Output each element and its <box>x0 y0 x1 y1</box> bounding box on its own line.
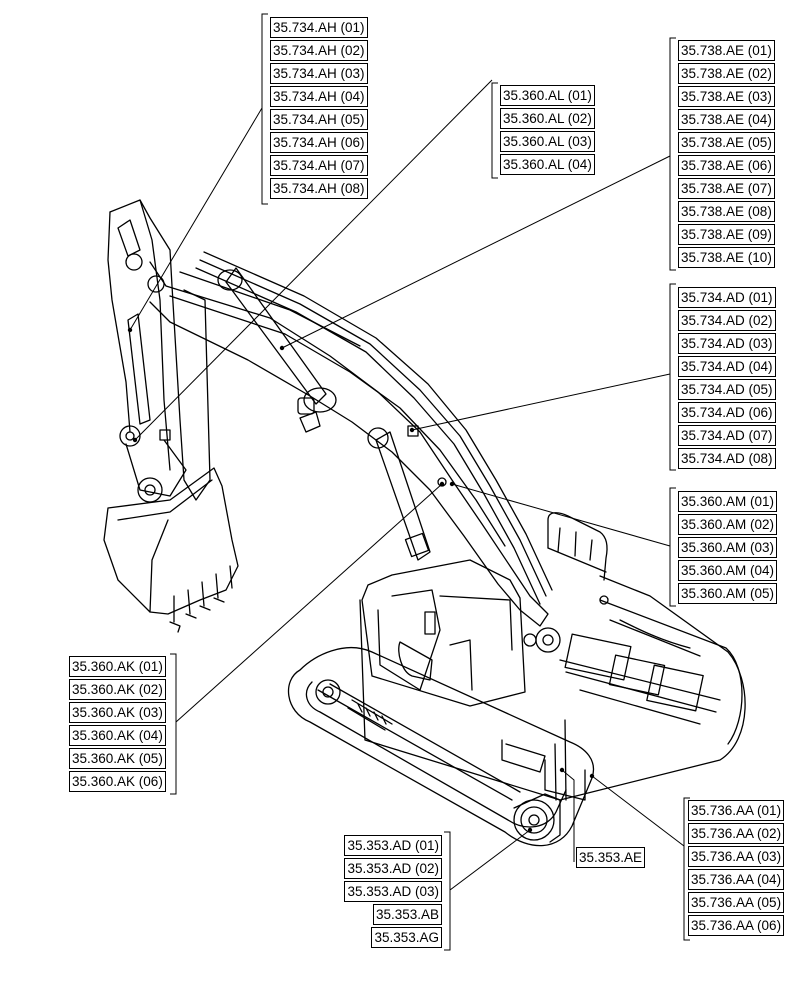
part-ref-ak-6[interactable]: 35.360.AK (06) <box>69 771 166 792</box>
boom-cylinder <box>375 431 431 561</box>
part-ref-ae-4[interactable]: 35.738.AE (04) <box>678 109 775 130</box>
part-ref-ad-6[interactable]: 35.734.AD (06) <box>678 402 776 423</box>
part-ref-ak-3[interactable]: 35.360.AK (03) <box>69 702 166 723</box>
travel-motor <box>513 799 555 841</box>
bracket-ak <box>170 653 177 795</box>
part-ref-sae-1[interactable]: 35.353.AE <box>576 847 646 868</box>
part-ref-ad-8[interactable]: 35.734.AD (08) <box>678 448 776 469</box>
boom <box>149 261 549 627</box>
leader-sae <box>561 769 575 862</box>
part-ref-ad-7[interactable]: 35.734.AD (07) <box>678 425 776 446</box>
part-ref-ah-7[interactable]: 35.734.AH (07) <box>270 155 368 176</box>
cab-door-handle <box>424 611 436 635</box>
part-ref-ae-3[interactable]: 35.738.AE (03) <box>678 86 775 107</box>
part-ref-al-1[interactable]: 35.360.AL (01) <box>500 85 595 106</box>
leader-aa <box>591 775 685 847</box>
bracket-am <box>669 487 676 607</box>
part-ref-am-1[interactable]: 35.360.AM (01) <box>678 491 778 512</box>
part-ref-ah-4[interactable]: 35.734.AH (04) <box>270 86 368 107</box>
part-ref-ae-5[interactable]: 35.738.AE (05) <box>678 132 775 153</box>
leader-ah <box>129 107 263 331</box>
bracket-aa <box>683 797 690 941</box>
part-ref-ah-6[interactable]: 35.734.AH (06) <box>270 132 368 153</box>
part-ref-sad-3[interactable]: 35.353.AD (03) <box>344 881 442 902</box>
part-ref-ad-2[interactable]: 35.734.AD (02) <box>678 310 776 331</box>
lower-bracket <box>501 739 546 773</box>
part-ref-al-4[interactable]: 35.360.AL (04) <box>500 154 595 175</box>
part-ref-sad-4[interactable]: 35.353.AB <box>372 904 442 925</box>
part-ref-ak-1[interactable]: 35.360.AK (01) <box>69 656 166 677</box>
part-ref-ak-2[interactable]: 35.360.AK (02) <box>69 679 166 700</box>
part-ref-am-5[interactable]: 35.360.AM (05) <box>678 583 778 604</box>
part-ref-ae-1[interactable]: 35.738.AE (01) <box>678 40 775 61</box>
part-ref-ad-4[interactable]: 35.734.AD (04) <box>678 356 776 377</box>
bucket <box>103 467 239 615</box>
part-ref-ae-8[interactable]: 35.738.AE (08) <box>678 201 775 222</box>
part-ref-ah-8[interactable]: 35.734.AH (08) <box>270 178 368 199</box>
idler-wheel <box>315 679 341 705</box>
track-inner <box>305 681 567 828</box>
part-ref-aa-5[interactable]: 35.736.AA (05) <box>688 892 785 913</box>
bracket-sad <box>444 831 451 951</box>
part-ref-ae-2[interactable]: 35.738.AE (02) <box>678 63 775 84</box>
part-ref-ad-3[interactable]: 35.734.AD (03) <box>678 333 776 354</box>
bracket-ad <box>669 283 676 471</box>
part-ref-ah-3[interactable]: 35.734.AH (03) <box>270 63 368 84</box>
leader-ak <box>175 483 443 723</box>
part-ref-ah-2[interactable]: 35.734.AH (02) <box>270 40 368 61</box>
leader-sad <box>449 829 531 891</box>
bracket-ah <box>261 13 268 205</box>
part-ref-ah-5[interactable]: 35.734.AH (05) <box>270 109 368 130</box>
upper-structure <box>359 575 746 801</box>
part-ref-am-4[interactable]: 35.360.AM (04) <box>678 560 778 581</box>
arm-cylinder <box>225 267 327 405</box>
part-ref-ad-1[interactable]: 35.734.AD (01) <box>678 287 776 308</box>
arm <box>109 199 211 501</box>
track-outline <box>287 647 595 847</box>
counterweight <box>599 599 743 745</box>
bracket-al <box>491 82 498 179</box>
part-ref-aa-3[interactable]: 35.736.AA (03) <box>688 846 785 867</box>
part-ref-al-2[interactable]: 35.360.AL (02) <box>500 108 595 129</box>
part-ref-am-2[interactable]: 35.360.AM (02) <box>678 514 778 535</box>
part-ref-sad-5[interactable]: 35.353.AG <box>371 927 442 948</box>
hydraulic-lines <box>199 259 547 597</box>
part-ref-ae-9[interactable]: 35.738.AE (09) <box>678 224 775 245</box>
part-ref-ak-4[interactable]: 35.360.AK (04) <box>69 725 166 746</box>
part-ref-sad-1[interactable]: 35.353.AD (01) <box>344 835 442 856</box>
part-ref-aa-6[interactable]: 35.736.AA (06) <box>688 915 785 936</box>
bracket-ae <box>669 37 676 271</box>
cab <box>361 559 526 707</box>
part-ref-ah-1[interactable]: 35.734.AH (01) <box>270 17 368 38</box>
part-ref-aa-4[interactable]: 35.736.AA (04) <box>688 869 785 890</box>
part-ref-aa-2[interactable]: 35.736.AA (02) <box>688 823 785 844</box>
part-ref-ae-10[interactable]: 35.738.AE (10) <box>678 247 775 268</box>
part-ref-ad-5[interactable]: 35.734.AD (05) <box>678 379 776 400</box>
bucket-cylinder <box>127 313 151 425</box>
part-ref-al-3[interactable]: 35.360.AL (03) <box>500 131 595 152</box>
leader-am <box>451 483 671 547</box>
leader-ad <box>411 373 671 431</box>
part-ref-ae-7[interactable]: 35.738.AE (07) <box>678 178 775 199</box>
leader-al <box>134 79 493 441</box>
part-ref-ak-5[interactable]: 35.360.AK (05) <box>69 748 166 769</box>
part-ref-aa-1[interactable]: 35.736.AA (01) <box>688 800 785 821</box>
leader-ae <box>281 155 671 349</box>
guard-rail <box>547 512 608 581</box>
track-roller-spring <box>347 699 393 731</box>
part-ref-am-3[interactable]: 35.360.AM (03) <box>678 537 778 558</box>
part-ref-ae-6[interactable]: 35.738.AE (06) <box>678 155 775 176</box>
part-ref-sad-2[interactable]: 35.353.AD (02) <box>344 858 442 879</box>
